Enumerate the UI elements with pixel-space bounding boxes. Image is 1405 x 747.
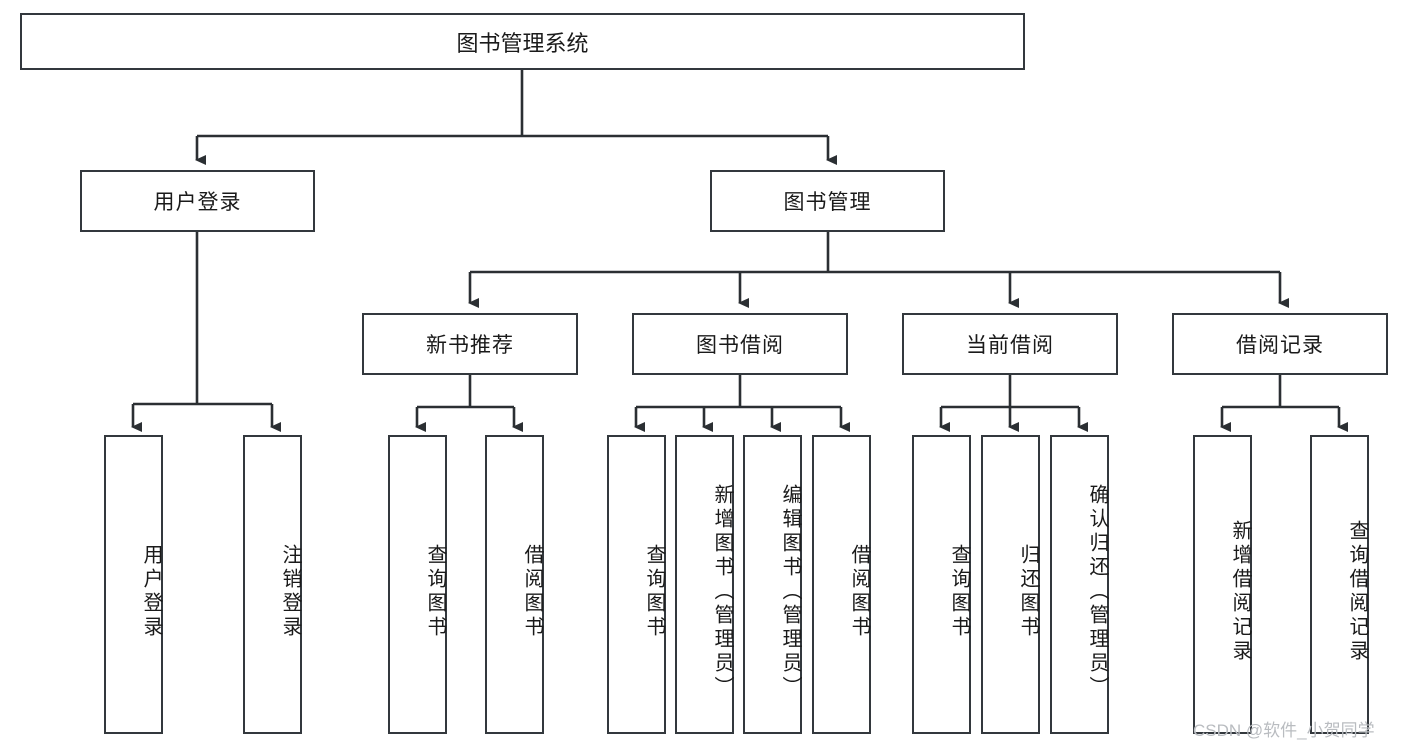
leaf-borrow-query-book[interactable]: 查询图书 xyxy=(607,435,666,734)
node-borrow-record[interactable]: 借阅记录 xyxy=(1172,313,1388,375)
leaf-new-book-borrow[interactable]: 借阅图书 xyxy=(485,435,544,734)
leaf-current-query-book[interactable]: 查询图书 xyxy=(912,435,971,734)
node-new-book-recommend[interactable]: 新书推荐 xyxy=(362,313,578,375)
leaf-new-book-query[interactable]: 查询图书 xyxy=(388,435,447,734)
csdn-watermark: CSDN @软件_小贺同学 xyxy=(1193,721,1375,740)
node-root-system[interactable]: 图书管理系统 xyxy=(20,13,1025,70)
leaf-borrow-borrow-book[interactable]: 借阅图书 xyxy=(812,435,871,734)
leaf-current-confirm-return-admin[interactable]: 确认归还（管理员） xyxy=(1050,435,1109,734)
node-book-management[interactable]: 图书管理 xyxy=(710,170,945,232)
node-current-borrow[interactable]: 当前借阅 xyxy=(902,313,1118,375)
leaf-user-login-logout[interactable]: 注销登录 xyxy=(243,435,302,734)
leaf-borrow-add-book-admin[interactable]: 新增图书（管理员） xyxy=(675,435,734,734)
leaf-borrow-edit-book-admin[interactable]: 编辑图书（管理员） xyxy=(743,435,802,734)
leaf-record-add-record[interactable]: 新增借阅记录 xyxy=(1193,435,1252,734)
leaf-user-login-login[interactable]: 用户登录 xyxy=(104,435,163,734)
node-user-login[interactable]: 用户登录 xyxy=(80,170,315,232)
node-book-borrow[interactable]: 图书借阅 xyxy=(632,313,848,375)
leaf-record-query-record[interactable]: 查询借阅记录 xyxy=(1310,435,1369,734)
leaf-current-return-book[interactable]: 归还图书 xyxy=(981,435,1040,734)
